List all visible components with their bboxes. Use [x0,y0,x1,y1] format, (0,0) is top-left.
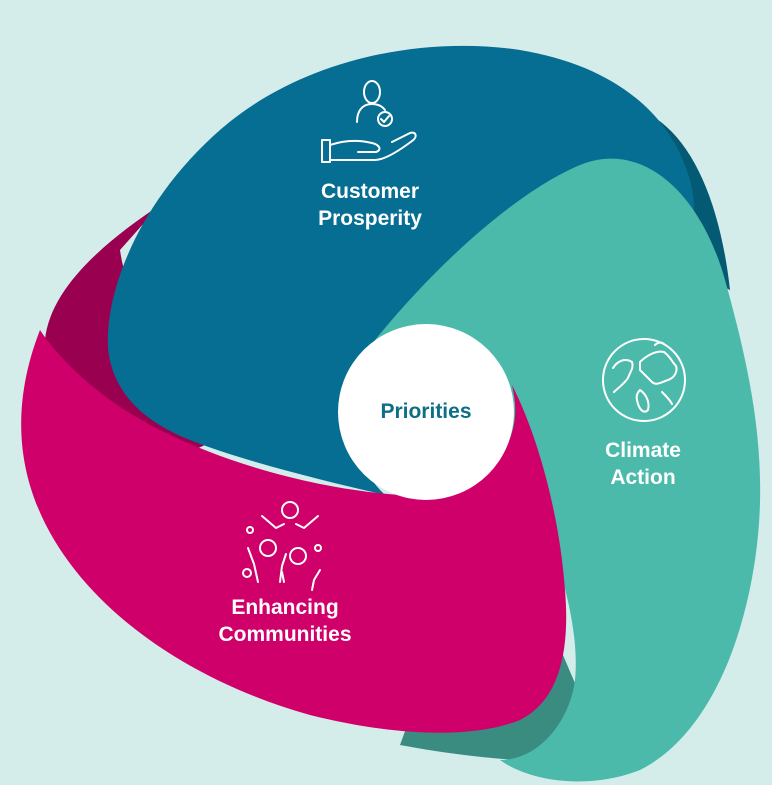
globe-icon [602,338,686,422]
customer-label-line1: Customer [320,180,420,203]
customer-label-line2: Prosperity [318,207,422,230]
climate-label-line2: Action [610,466,676,489]
hand-person-check-icon [321,80,417,163]
climate-action-label: Climate Action [568,437,718,491]
communities-label-line1: Enhancing [231,596,339,619]
climate-action-band [375,158,761,782]
climate-label-line1: Climate [605,439,681,462]
customer-prosperity-label: Customer Prosperity [290,178,450,232]
people-celebrating-icon [242,501,322,591]
enhancing-communities-label: Enhancing Communities [200,594,370,648]
center-priorities-label: Priorities [380,400,472,423]
customer-prosperity-band [107,45,694,495]
center-circle [338,324,514,500]
communities-label-line2: Communities [218,623,352,646]
enhancing-communities-band [21,330,567,733]
